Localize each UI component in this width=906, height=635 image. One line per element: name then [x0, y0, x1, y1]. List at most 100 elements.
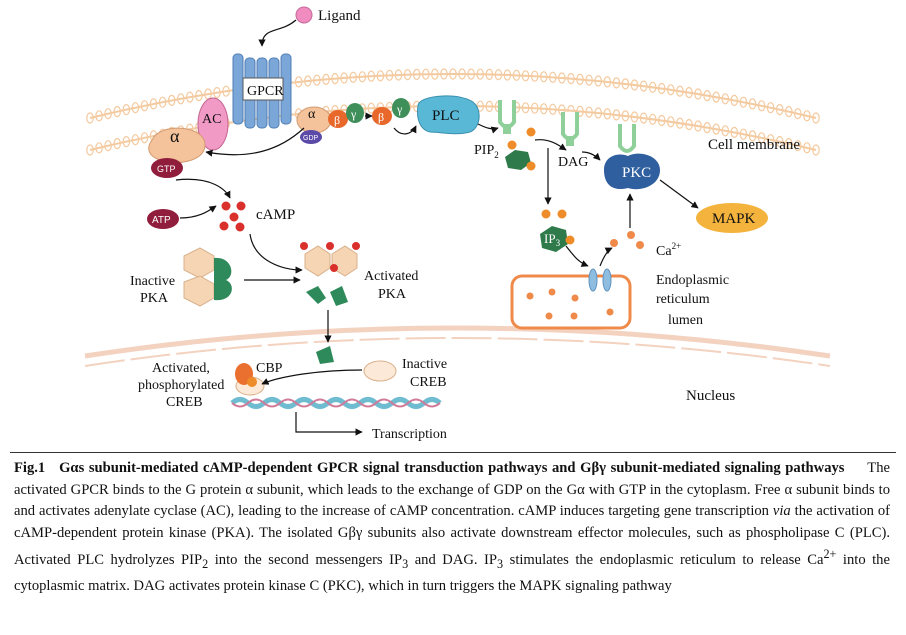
lipid-head	[177, 93, 185, 105]
caption-rule	[10, 452, 896, 453]
lipid-head	[793, 108, 802, 120]
svg-text:reticulum: reticulum	[656, 292, 710, 307]
lipid-head	[721, 93, 730, 105]
lipid-head	[748, 130, 757, 142]
lipid-head	[149, 98, 158, 110]
lipid-head	[458, 68, 466, 80]
lipid-head	[530, 70, 539, 82]
lipid-head	[403, 69, 412, 81]
lipid-head	[104, 108, 112, 120]
lipid-head	[612, 109, 621, 121]
lipid-head	[775, 103, 784, 116]
lipid-head	[621, 78, 630, 90]
camp-molecules	[219, 201, 246, 232]
pathway-arrows	[175, 112, 699, 436]
signaling-pathway-diagram: Ligand GPCR AC α GTP α GDP β γ β	[84, 6, 831, 442]
svg-text:PKA: PKA	[378, 287, 407, 302]
lipid-head	[630, 111, 639, 123]
lipid-head	[485, 68, 494, 81]
lipid-head	[666, 116, 675, 128]
lipid-head	[140, 132, 149, 144]
mapk: MAPK	[696, 203, 768, 233]
lipid-head	[394, 69, 403, 81]
lipid-head	[122, 136, 131, 148]
lipid-head	[539, 103, 548, 115]
er-label: Endoplasmic	[656, 273, 729, 288]
atp: ATP	[147, 209, 179, 229]
lipid-head	[594, 107, 603, 119]
lipid-head	[195, 89, 203, 102]
gamma-label: γ	[350, 107, 357, 121]
lipid-head	[639, 112, 648, 124]
lipid-head	[585, 74, 593, 86]
lipid-head	[576, 105, 584, 118]
lipid-head	[603, 76, 612, 88]
svg-text:PKA: PKA	[140, 291, 169, 306]
lipid-head	[539, 71, 548, 83]
lipid-head	[385, 69, 394, 81]
svg-text:phosphorylated: phosphorylated	[138, 378, 224, 393]
lipid-head	[131, 102, 140, 114]
svg-text:CREB: CREB	[166, 395, 203, 410]
endoplasmic-reticulum	[510, 268, 632, 330]
dag-receptor	[561, 112, 579, 146]
lipid-head	[657, 82, 666, 95]
lipid-head	[685, 86, 693, 99]
lipid-head	[812, 112, 820, 124]
lipid-head	[313, 74, 321, 86]
lipid-head	[730, 126, 739, 138]
lipid-head	[322, 73, 330, 86]
gdp-label: GDP	[303, 135, 319, 142]
svg-text:lumen: lumen	[668, 313, 703, 328]
lipid-head	[603, 108, 612, 120]
lipid-head	[113, 105, 122, 118]
lipid-head	[558, 72, 566, 84]
ip3-molecule	[540, 209, 575, 252]
lipid-head	[421, 68, 430, 80]
lipid-head	[548, 71, 557, 83]
beta-free-label: β	[378, 110, 384, 124]
figure-caption: Fig.1 Gαs subunit-mediated cAMP-dependen…	[14, 460, 890, 594]
lipid-head	[657, 114, 666, 127]
pip2-molecule	[505, 127, 536, 171]
gpcr-receptor: GPCR	[232, 53, 292, 129]
lipid-head	[739, 96, 748, 108]
transcription-label: Transcription	[372, 427, 447, 442]
lipid-head	[766, 134, 775, 146]
lipid-head	[449, 68, 457, 80]
lipid-head	[358, 71, 367, 83]
lipid-head	[694, 88, 702, 100]
protein-kinase-c: PKC	[604, 124, 660, 190]
lipid-head	[594, 75, 603, 87]
lipid-head	[95, 110, 103, 122]
inactive-pka-label: Inactive	[130, 274, 175, 289]
ligand-label: Ligand	[318, 8, 361, 24]
lipid-head	[340, 72, 348, 84]
lipid-head	[567, 72, 575, 85]
lipid-head	[721, 125, 730, 137]
nucleus-label: Nucleus	[686, 388, 735, 404]
gpcr-label: GPCR	[247, 84, 284, 99]
lipid-head	[612, 77, 621, 89]
lipid-head	[467, 68, 475, 80]
atp-label: ATP	[152, 215, 171, 226]
activated-creb	[235, 363, 265, 396]
activated-creb-label: Activated,	[152, 361, 210, 376]
lipid-head	[113, 138, 122, 150]
lipid-head	[630, 79, 639, 91]
gtp-label: GTP	[157, 164, 176, 174]
lipid-head	[775, 136, 784, 148]
lipid-head	[104, 140, 112, 152]
lipid-head	[639, 80, 648, 92]
beta-label: β	[334, 113, 340, 127]
lipid-head	[703, 121, 711, 134]
lipid-head	[730, 94, 739, 107]
lipid-head	[167, 94, 176, 107]
lipid-head	[140, 100, 149, 112]
lipid-head	[331, 72, 339, 85]
lipid-head	[530, 102, 539, 114]
inactive-pka	[183, 247, 232, 307]
calcium-ions	[610, 231, 644, 249]
lipid-head	[158, 96, 167, 108]
alpha-label: α	[308, 107, 316, 122]
